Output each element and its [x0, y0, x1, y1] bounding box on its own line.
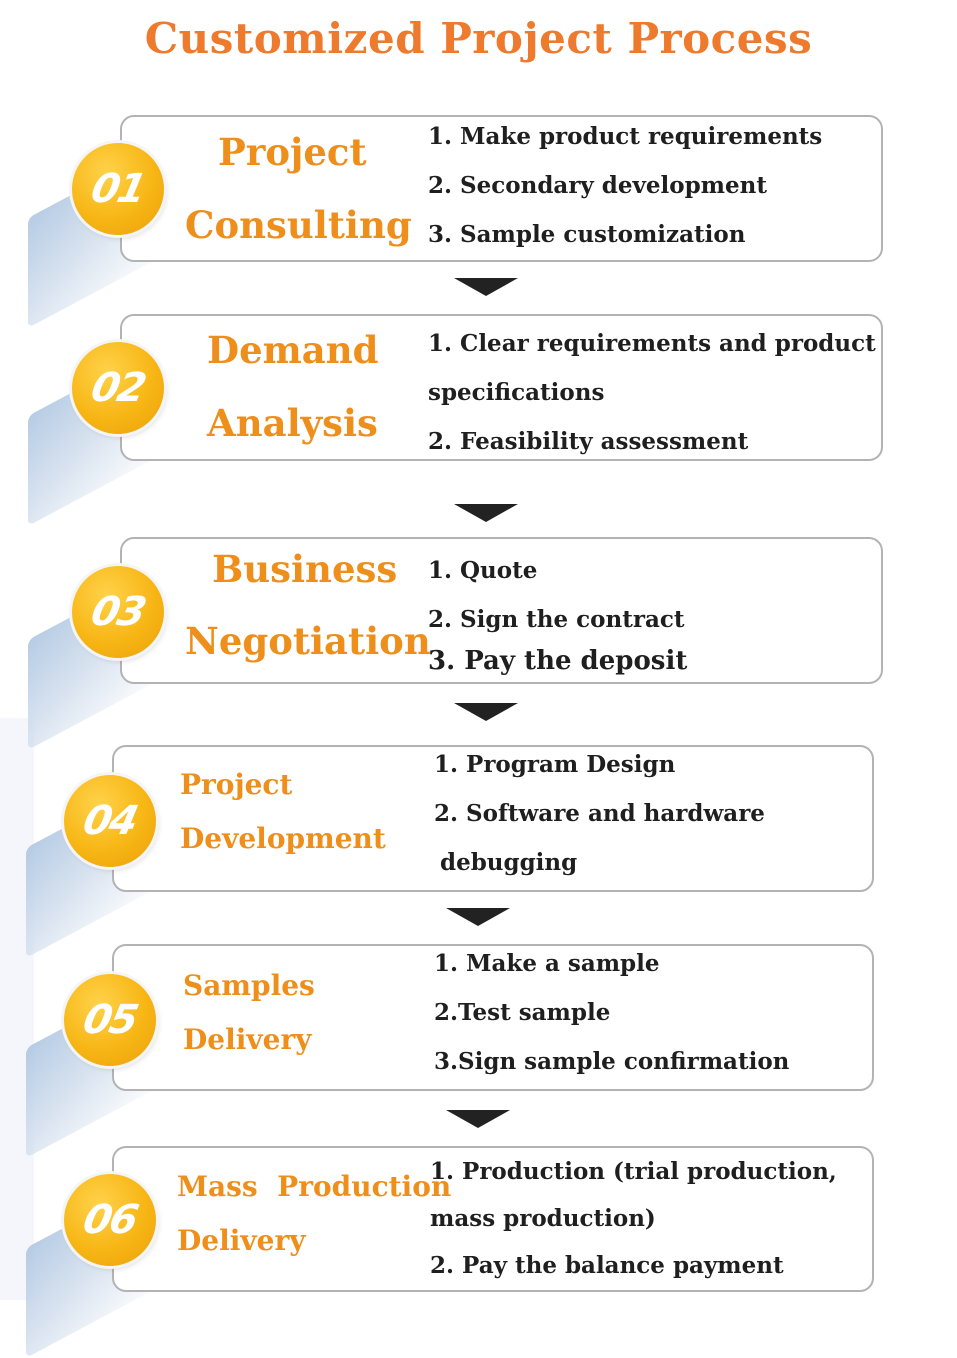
step-number-badge: 06: [64, 1174, 156, 1266]
down-arrow: [446, 1110, 510, 1128]
step-item: 2. Sign the contract: [428, 606, 685, 633]
step-card: [120, 115, 883, 262]
step-item: 3. Pay the deposit: [428, 646, 688, 676]
step-number-badge: 02: [72, 342, 164, 434]
step-number-badge: 04: [64, 775, 156, 867]
step-card: [120, 537, 883, 684]
left-background-strip: [0, 718, 34, 1300]
step-heading-line-1: Project: [218, 130, 367, 174]
step-number: 03: [87, 589, 149, 635]
step-item: 2. Secondary development: [428, 172, 767, 199]
step-number: 05: [79, 997, 141, 1043]
down-arrow: [446, 908, 510, 926]
step-heading-line-1: Samples: [183, 969, 315, 1002]
step-item: 3. Sample customization: [428, 221, 746, 248]
step-heading-line-2: Delivery: [183, 1023, 312, 1056]
step-item: specifications: [428, 379, 605, 406]
step-heading-line-2: Analysis: [207, 401, 378, 445]
step-item: 2.Test sample: [434, 999, 611, 1026]
step-item: 1. Quote: [428, 557, 538, 584]
step-item: 1. Make a sample: [434, 950, 660, 977]
down-arrow: [454, 703, 518, 721]
step-item: mass production): [430, 1205, 656, 1232]
step-number-badge: 01: [72, 143, 164, 235]
step-heading-line-2: Development: [180, 822, 386, 855]
step-number-badge: 03: [72, 566, 164, 658]
step-item: 2. Pay the balance payment: [430, 1252, 784, 1279]
step-heading-line-2: Consulting: [185, 203, 412, 247]
step-heading-line-1: Demand: [207, 328, 379, 372]
step-number: 01: [87, 166, 149, 212]
step-heading-line-2: Delivery: [177, 1224, 306, 1257]
step-heading-line-1: Business: [212, 547, 398, 591]
step-card: [120, 314, 883, 461]
page-title: Customized Project Process: [144, 14, 813, 63]
down-arrow: [454, 504, 518, 522]
down-arrow: [454, 278, 518, 296]
step-card: [112, 944, 874, 1091]
step-number-badge: 05: [64, 974, 156, 1066]
step-item: 2. Software and hardware: [434, 800, 765, 827]
step-card: [112, 1146, 874, 1292]
step-item: 2. Feasibility assessment: [428, 428, 749, 455]
step-card: [112, 745, 874, 892]
step-item: debugging: [440, 849, 578, 876]
step-number: 06: [79, 1197, 141, 1243]
step-heading-line-2: Negotiation: [185, 619, 431, 663]
step-heading-line-1: Project: [180, 768, 293, 801]
step-heading-line-1: Mass Production: [177, 1170, 452, 1203]
step-item: 1. Production (trial production,: [430, 1158, 837, 1185]
step-item: 1. Program Design: [434, 751, 676, 778]
step-number: 04: [79, 798, 141, 844]
step-item: 1. Make product requirements: [428, 123, 823, 150]
step-item: 1. Clear requirements and product: [428, 330, 876, 357]
step-number: 02: [87, 365, 149, 411]
step-item: 3.Sign sample confirmation: [434, 1048, 790, 1075]
